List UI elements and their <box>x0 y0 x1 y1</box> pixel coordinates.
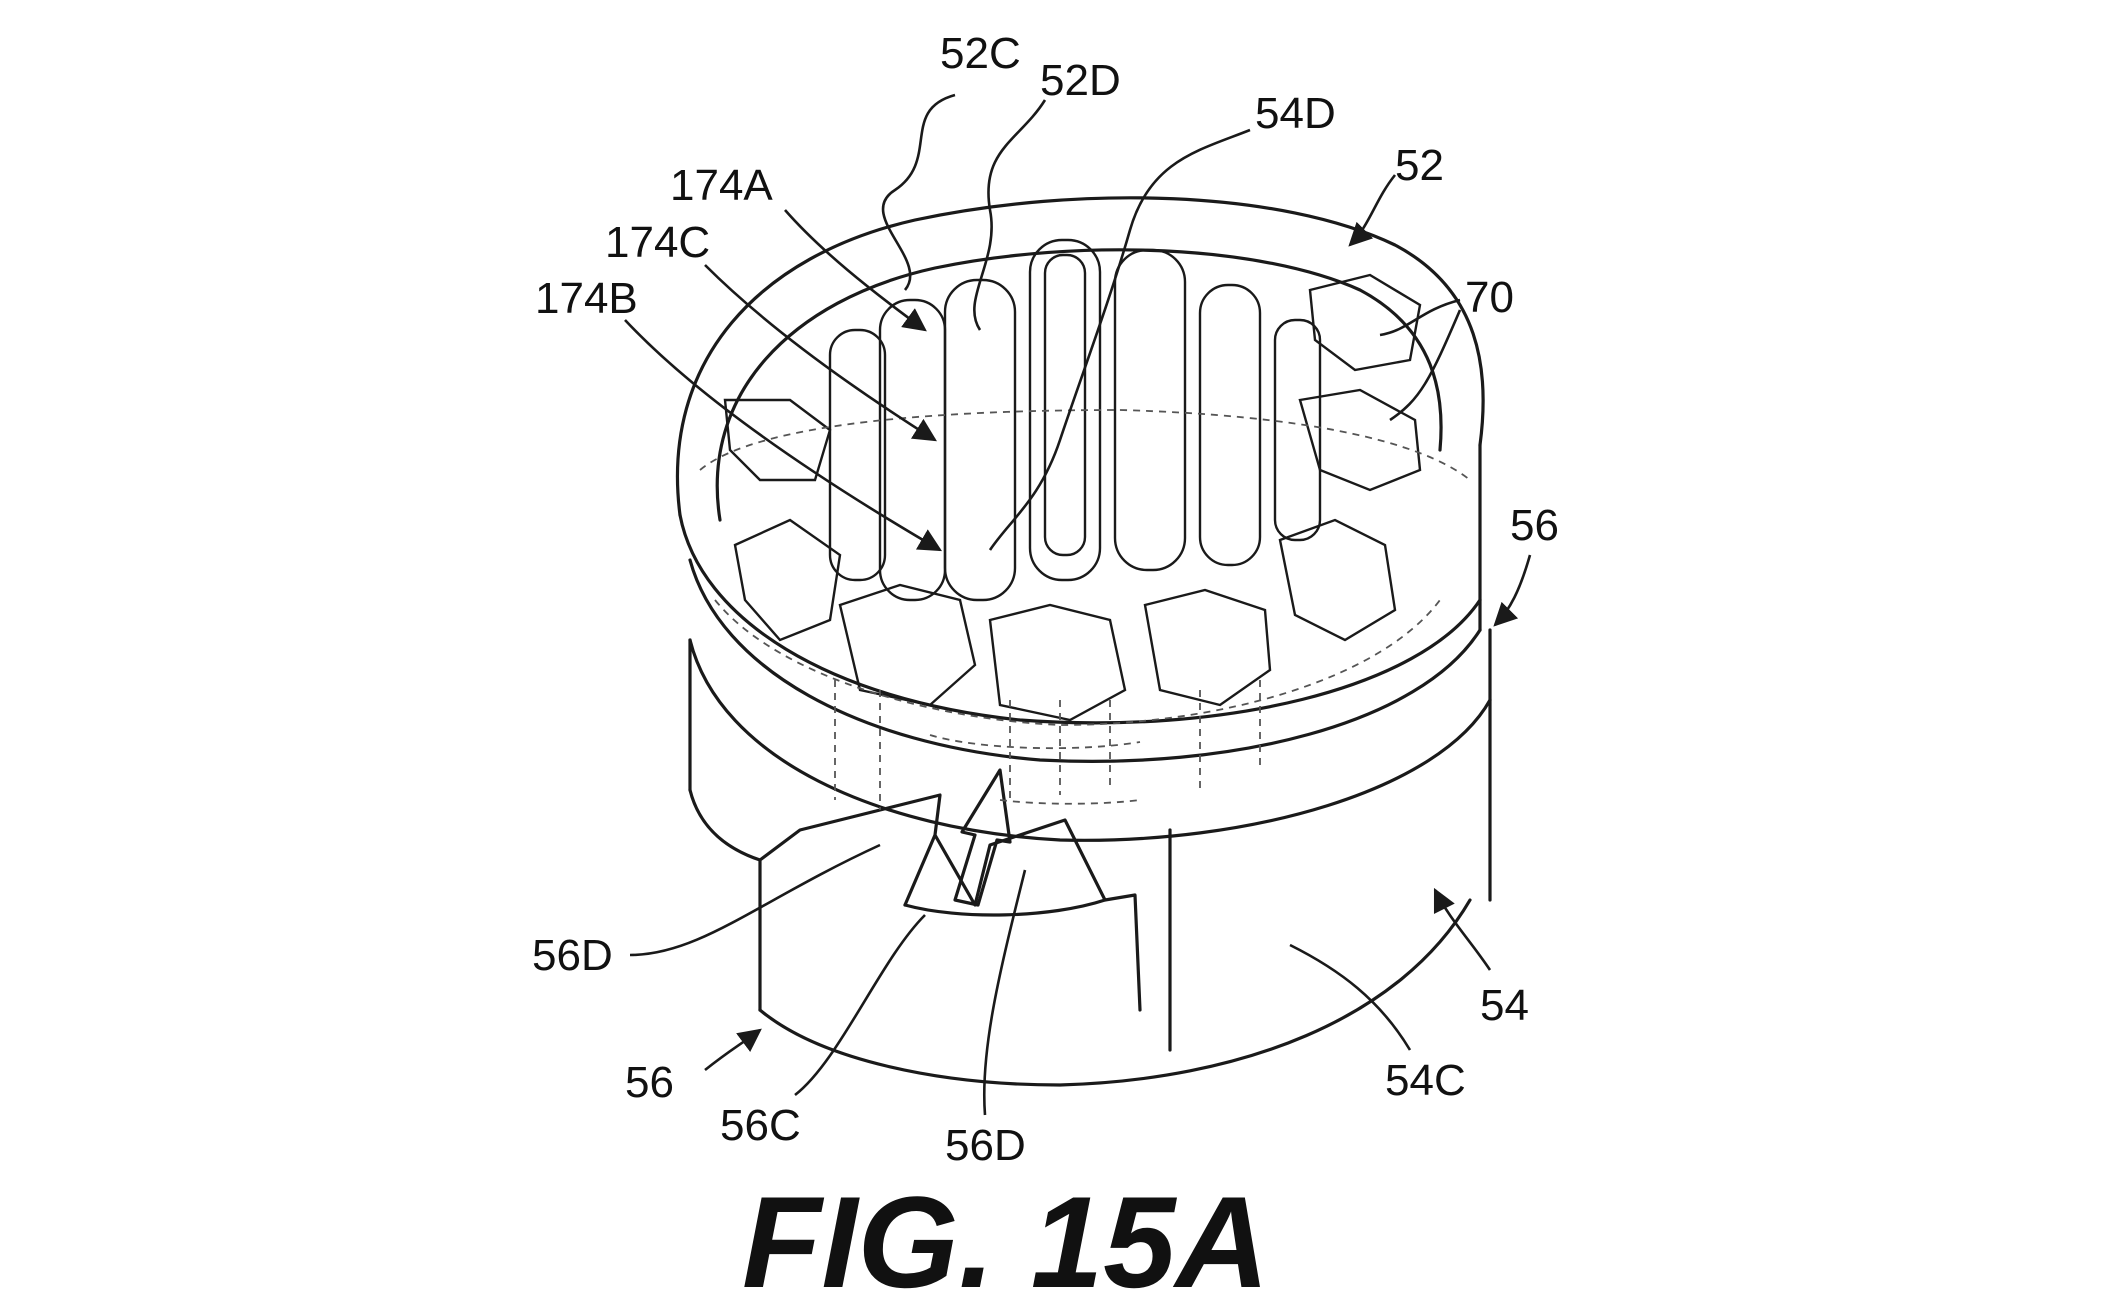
leader-56-left <box>704 1028 762 1072</box>
leader-174A <box>784 209 927 332</box>
label-54D: 54D <box>1255 89 1336 138</box>
leader-56-right <box>1493 554 1532 627</box>
collar-56-face <box>903 898 1107 917</box>
leader-54 <box>1433 887 1492 971</box>
alignment-arrow <box>953 768 1012 907</box>
figure-caption: FIG. 15A <box>742 1169 1269 1313</box>
leader-lines <box>624 93 1532 1116</box>
label-174B: 174B <box>535 274 638 323</box>
leader-54C <box>1289 943 1412 1051</box>
label-56C: 56C <box>720 1101 801 1150</box>
cap-outer-rim <box>675 196 1485 517</box>
leader-52 <box>1348 174 1397 247</box>
label-56D-bottom: 56D <box>945 1121 1026 1170</box>
housing-left-curve <box>688 788 762 862</box>
label-70: 70 <box>1465 273 1514 322</box>
collar-56-top <box>758 793 1142 1012</box>
reference-labels: 52C 52D 54D 52 174A 174C 174B 70 56 56D … <box>532 29 1559 1170</box>
leader-52D <box>973 99 1047 331</box>
label-54: 54 <box>1480 981 1529 1030</box>
leader-54D <box>988 128 1251 551</box>
label-56-left: 56 <box>625 1058 674 1107</box>
leader-174B <box>624 319 943 552</box>
label-52D: 52D <box>1040 56 1121 105</box>
cap-inner-rim <box>715 248 1443 522</box>
label-174A: 174A <box>670 161 773 210</box>
device-drawing <box>675 196 1492 1087</box>
leader-70a <box>1379 298 1461 337</box>
leader-56D-bottom <box>982 869 1027 1116</box>
label-52: 52 <box>1395 141 1444 190</box>
inner-lobes <box>723 273 1422 722</box>
housing-bottom-edge <box>758 898 1472 1087</box>
leader-56D-left <box>629 843 881 957</box>
label-56D-left: 56D <box>532 931 613 980</box>
upper-collar-lower-edge <box>688 558 1482 763</box>
leader-52C <box>881 93 956 291</box>
hidden-lines <box>699 409 1471 810</box>
label-54C: 54C <box>1385 1056 1466 1105</box>
leader-174C <box>704 264 937 442</box>
upper-collar-front <box>678 513 1482 725</box>
label-56-right: 56 <box>1510 501 1559 550</box>
leader-56C <box>794 914 926 1097</box>
housing-top-edge <box>688 638 1492 842</box>
label-52C: 52C <box>940 29 1021 78</box>
label-174C: 174C <box>605 218 710 267</box>
leader-70b <box>1389 309 1462 422</box>
